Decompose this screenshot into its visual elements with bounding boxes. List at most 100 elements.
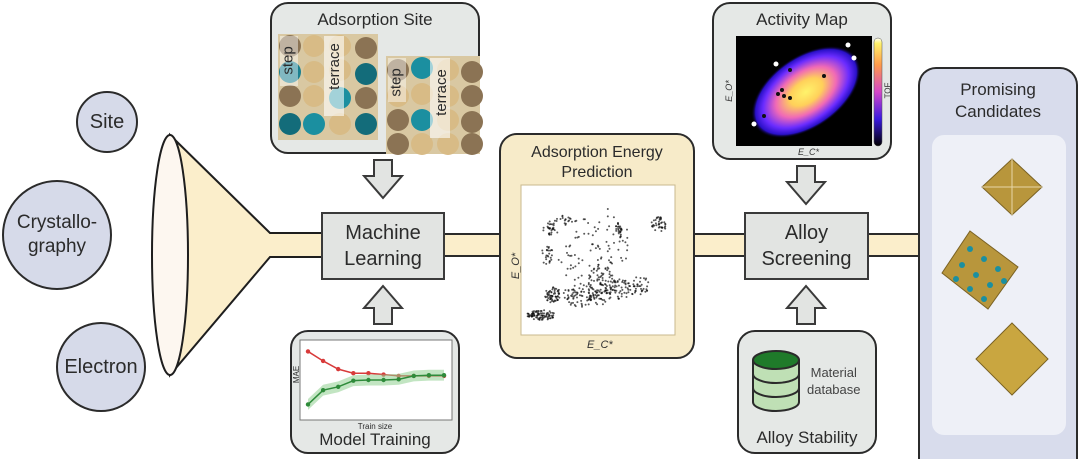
scatter-point [632,283,635,286]
scatter-point [549,256,552,259]
point-training [351,378,356,383]
scatter-point [617,227,620,230]
scatter-point [552,226,555,229]
scatter-point [657,226,660,229]
terrace-label-2: terrace [432,69,450,116]
scatter-point [546,311,549,314]
model-training-panel: MAE Train size Model Training [290,330,460,454]
scatter-point [545,262,548,265]
pipe-screening-to-candidates [868,233,920,257]
scatter-point [608,247,611,250]
scatter-point [598,267,601,270]
scatter-point [580,299,583,302]
scatter-point [541,318,544,321]
scatter-point [620,227,623,230]
scatter-point [548,223,551,226]
scatter-point [573,278,576,281]
scatter-point [608,297,611,300]
scatter-point [601,273,604,276]
scatter-point [660,217,662,220]
scatter-point [593,279,595,282]
scatter-point [661,221,663,224]
scatter-point [579,282,582,285]
scatter-point [657,220,660,223]
scatter-point [554,295,557,298]
scatter-point [612,233,615,236]
scatter-point [600,272,603,275]
scatter-point [604,300,607,303]
scatter-point [538,318,541,321]
scatter-point [617,248,620,251]
scatter-point [545,289,548,292]
scatter-point [553,229,556,232]
funnel-icon [151,132,326,378]
scatter-point [609,293,612,295]
scatter-point [651,225,654,228]
scatter-point [537,313,540,315]
scatter-point [597,265,599,268]
scatter-point [548,220,551,223]
scatter-point [608,273,611,276]
scatter-point [547,317,549,320]
scatter-point [626,228,628,231]
scatter-point [647,281,650,284]
scatter-point [572,291,575,294]
scatter-point [594,247,597,250]
scatter-point [645,288,648,291]
scatter-point [589,284,592,286]
scatter-point [587,303,590,306]
scatter-point [591,292,594,295]
scatter-point [590,269,593,272]
scatter-point [606,215,609,218]
scatter-point [551,316,554,319]
scatter-point [566,251,568,254]
scatter-point [617,225,620,228]
scatter-point [577,262,580,265]
scatter-point [546,245,549,248]
scatter-point [597,263,600,266]
scatter-point [600,256,603,259]
pipe-energy-to-screening [693,233,745,257]
activity-eo-axis-label: E_O* [723,80,734,102]
nanoparticle-octahedron-3-icon [975,322,1049,396]
scatter-point [569,303,572,306]
scatter-point [547,297,550,300]
mae-axis-label: MAE [292,365,302,384]
model-training-title: Model Training [319,430,431,449]
scatter-point [606,250,609,253]
scatter-point [557,288,560,291]
scatter-point [574,294,577,297]
scatter-point [629,288,632,291]
scatter-point [578,294,581,297]
scatter-point [553,289,556,292]
scatter-point [590,298,593,301]
scatter-point [548,233,551,236]
scatter-point [655,224,658,227]
scatter-point [580,274,583,277]
scatter-point [650,221,653,224]
scatter-point [572,301,574,304]
scatter-point [613,289,616,292]
scatter-point [611,277,614,280]
scatter-point [541,252,544,255]
scatter-point [583,232,586,235]
tof-colorbar [873,37,883,147]
scatter-point [545,258,548,261]
scatter-point [594,301,597,304]
scatter-point [573,289,576,292]
scatter-point [534,311,537,313]
scatter-point [553,291,556,293]
scatter-point [624,282,627,285]
scatter-point [550,249,553,251]
scatter-point [635,276,638,279]
scatter-point [540,316,543,319]
scatter-point [609,286,612,289]
scatter-point [615,289,618,292]
scatter-point [610,256,613,259]
scatter-point [601,303,604,306]
adsorption-energy-scatter [520,184,676,336]
scatter-point [542,226,545,229]
scatter-point [615,285,618,288]
